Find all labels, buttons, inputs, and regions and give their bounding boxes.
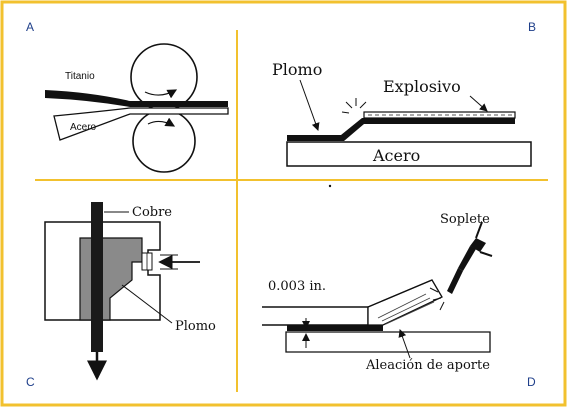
leader-explosivo [469,95,488,112]
label-titanio: Titanio [65,71,95,82]
label-plomo-c: Plomo [175,319,216,334]
label-aleacion: Aleación de aporte [365,358,490,373]
lead-plate [287,118,515,141]
corner-label-d: D [527,375,536,389]
bottom-roll-rotation-arrow [147,117,176,127]
detonation-sparks [341,98,367,114]
filler-joint [287,325,383,331]
top-roll [130,43,198,111]
label-soplete: Soplete [440,212,490,227]
top-edge-line [367,279,433,308]
lower-plate [285,331,491,353]
top-roll-rotation-arrow [144,89,178,99]
corner-label-b: B [528,20,536,34]
panel-a: Titanio Acero [45,43,229,173]
leader-aleacion [398,329,411,359]
label-explosivo: Explosivo [383,77,461,96]
upper-plate [262,306,369,326]
corner-label-c: C [26,375,35,389]
panel-d: 0.003 in. Soplete Aleación de aporte [262,212,493,373]
filler-hatching [377,293,435,325]
bottom-roll [132,109,196,173]
flame-sparks [429,287,445,311]
label-cobre: Cobre [132,205,172,220]
label-thickness: 0.003 in. [268,279,326,294]
copper-rod [91,202,103,352]
panel-b: Acero Plomo Explosivo [272,60,532,167]
torch-icon [447,221,493,294]
label-plomo-b: Plomo [272,60,322,79]
corner-label-a: A [26,20,34,34]
steel-strip [53,107,229,141]
panel-c: Cobre Plomo [44,202,216,381]
steel-base-plate [286,141,532,167]
label-acero-a: Acero [70,122,97,133]
titanium-strip [45,90,228,107]
inflow-stream [160,254,178,270]
label-acero-b: Acero [372,146,420,165]
stray-dot [328,184,332,188]
leader-plomo-b [299,79,320,131]
leader-plomo-c [121,284,173,324]
